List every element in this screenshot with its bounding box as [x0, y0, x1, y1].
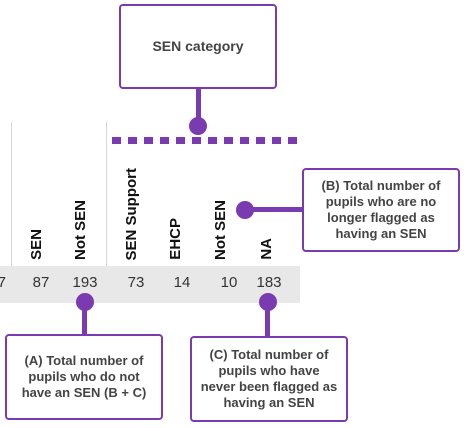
connector-dot: [236, 201, 254, 219]
table-cell: 10: [220, 274, 238, 291]
connector-dot: [189, 117, 207, 135]
table-cell: 14: [173, 274, 191, 291]
sen-category-callout: SEN category: [119, 4, 277, 89]
grid-line: [11, 122, 12, 302]
sen-category-label: SEN category: [152, 37, 244, 54]
callout-a: (A) Total number of pupils who do not ha…: [5, 334, 163, 420]
callout-c: (C) Total number of pupils who have neve…: [190, 336, 348, 422]
table-cell: 73: [127, 274, 145, 291]
connector-line: [196, 89, 201, 125]
table-cell: 87: [32, 274, 50, 291]
column-header-ehcp: EHCP: [167, 218, 184, 260]
connector-line: [82, 302, 87, 336]
table-cell: 7: [0, 274, 6, 291]
table-cell: 193: [72, 274, 98, 291]
callout-c-text: (C) Total number of pupils who have neve…: [200, 346, 338, 411]
callout-b: (B) Total number of pupils who are no lo…: [302, 168, 460, 252]
column-header-sen: SEN: [28, 229, 45, 260]
column-header-not-sen: Not SEN: [72, 200, 89, 260]
dashed-bracket: [112, 137, 298, 144]
column-header-sen-support: SEN Support: [123, 167, 140, 261]
column-header-not-sen-2: Not SEN: [212, 200, 229, 260]
column-header-na: NA: [258, 238, 275, 260]
connector-line: [242, 207, 304, 212]
connector-line: [265, 302, 270, 338]
grid-line: [106, 122, 107, 302]
callout-a-text: (A) Total number of pupils who do not ha…: [21, 352, 147, 401]
callout-b-text: (B) Total number of pupils who are no lo…: [321, 177, 441, 242]
table-cell: 183: [256, 274, 282, 291]
table-row: [0, 266, 300, 303]
